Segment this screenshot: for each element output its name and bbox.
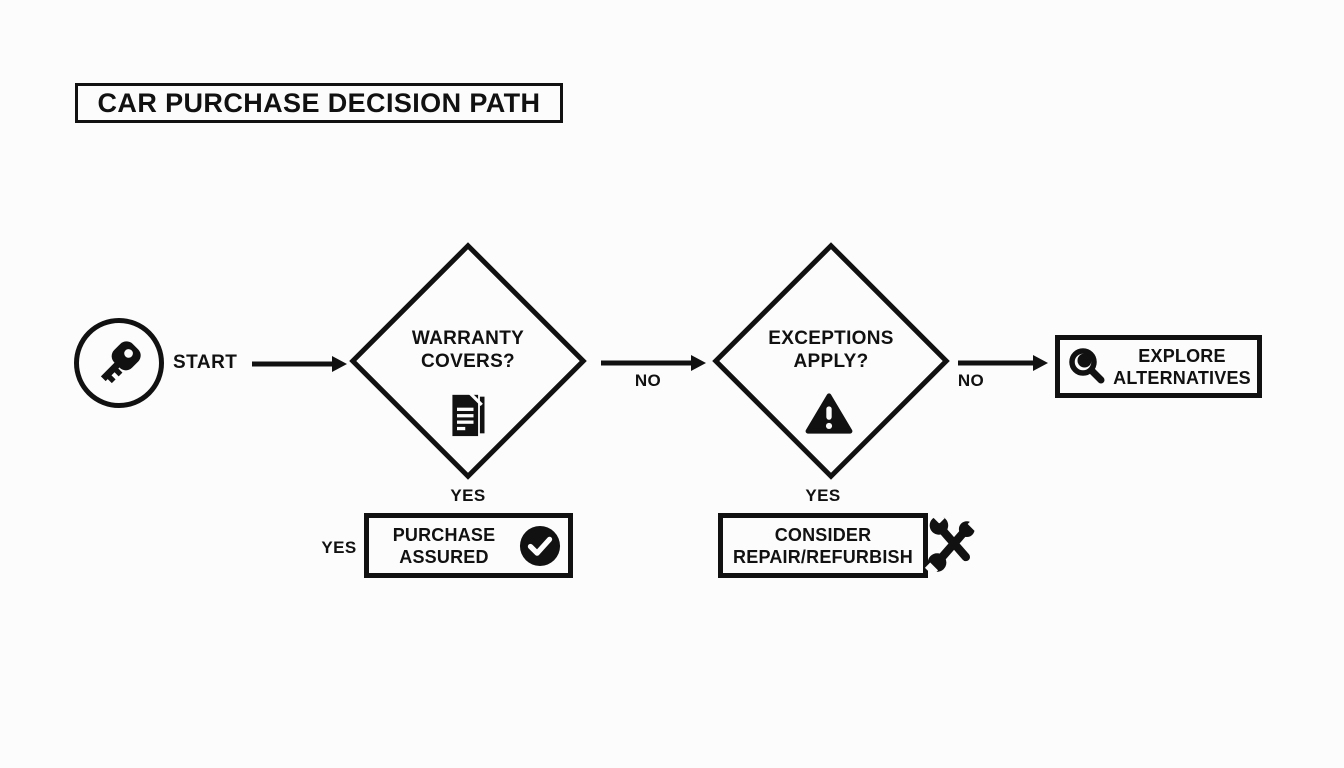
edge-label-yes-side: YES <box>321 538 357 557</box>
purchase-assured-label: PURCHASE ASSURED <box>392 524 496 567</box>
warranty-covers-label: WARRANTY COVERS? <box>411 328 525 372</box>
edge-label-no-2: NO <box>957 371 985 390</box>
start-label: START <box>173 352 238 373</box>
check-icon <box>519 525 561 566</box>
edge-label-no-1: NO <box>634 371 662 390</box>
explore-alternatives-label: EXPLORE ALTERNATIVES <box>1113 345 1251 388</box>
start-node <box>74 318 164 408</box>
edge-label-yes-1: YES <box>450 486 486 505</box>
consider-repair-label: CONSIDER REPAIR/REFURBISH <box>733 524 913 567</box>
arrow-exceptions-to-explore <box>958 355 1048 371</box>
document-icon <box>452 390 485 437</box>
wrench-icon <box>925 512 977 576</box>
outcome-purchase-assured: PURCHASE ASSURED <box>364 513 573 578</box>
exceptions-apply-label: EXCEPTIONS APPLY? <box>768 328 894 372</box>
arrow-warranty-to-exceptions <box>601 355 706 371</box>
search-icon <box>1069 347 1105 383</box>
edge-label-yes-2: YES <box>805 486 841 505</box>
page-title: CAR PURCHASE DECISION PATH <box>75 83 563 123</box>
warning-icon <box>805 393 853 434</box>
arrow-start-to-warranty <box>252 356 347 372</box>
car-key-icon <box>100 341 141 384</box>
outcome-consider-repair: CONSIDER REPAIR/REFURBISH <box>718 513 928 578</box>
outcome-explore-alternatives: EXPLORE ALTERNATIVES <box>1055 335 1262 398</box>
